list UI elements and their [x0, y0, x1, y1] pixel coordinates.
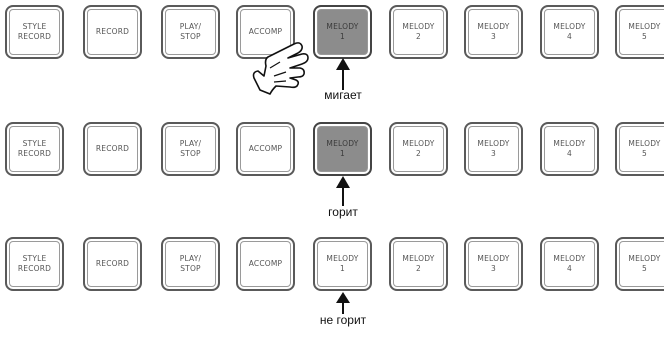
record-button[interactable]: RECORD — [83, 122, 142, 176]
play-stop-button[interactable]: PLAY/STOP — [161, 122, 220, 176]
up-arrow-icon — [336, 58, 350, 90]
up-arrow-icon — [336, 292, 350, 314]
play-stop-button[interactable]: PLAY/STOP — [161, 237, 220, 291]
record-button[interactable]: RECORD — [83, 237, 142, 291]
pointing-hand-icon — [252, 42, 309, 95]
up-arrow-icon — [336, 176, 350, 206]
play-stop-button[interactable]: PLAY/STOP — [161, 5, 220, 59]
caption-lit: горит — [328, 205, 358, 219]
accomp-button[interactable]: ACCOMP — [236, 237, 295, 291]
caption-flashing: мигает — [324, 88, 362, 102]
caption-off: не горит — [319, 313, 367, 327]
accomp-button[interactable]: ACCOMP — [236, 122, 295, 176]
record-button[interactable]: RECORD — [83, 5, 142, 59]
